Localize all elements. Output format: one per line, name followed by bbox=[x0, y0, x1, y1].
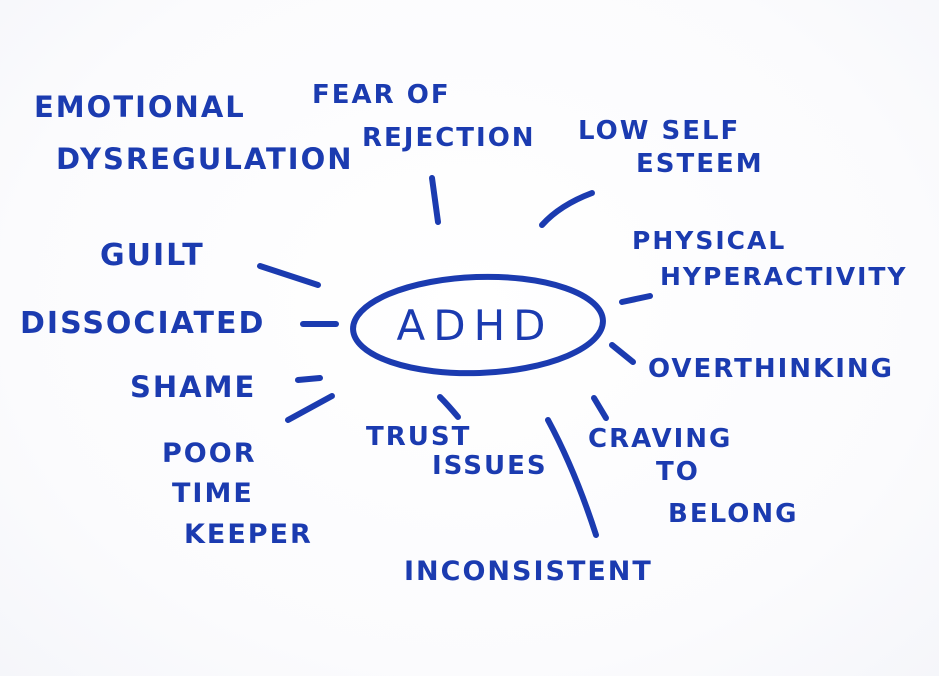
node-self-esteem-line-1: Low Self bbox=[578, 116, 741, 146]
node-shame: Shame bbox=[130, 370, 257, 404]
node-craving-to-belong: Craving to Belong bbox=[588, 424, 799, 529]
node-fear-line-2: Rejection bbox=[362, 123, 536, 154]
center-ellipse bbox=[350, 273, 606, 377]
node-physical-hyperactivity: Physical Hyperactivity bbox=[632, 226, 908, 292]
node-self-esteem-line-2: Esteem bbox=[636, 149, 764, 180]
node-emotional-line-1: Emotional bbox=[34, 90, 246, 124]
node-trust-line-1: Trust bbox=[366, 422, 472, 452]
node-emotional-dysregulation: Emotional Dysregulation bbox=[34, 92, 354, 175]
center-node: ADHD bbox=[355, 285, 595, 365]
connector-guilt bbox=[257, 263, 321, 288]
node-time-keeper-line-1: Poor bbox=[162, 438, 257, 469]
node-physical-line-2: Hyperactivity bbox=[660, 262, 908, 292]
connector-fear bbox=[429, 175, 441, 225]
node-time-keeper-line-2: Time bbox=[172, 478, 254, 510]
node-inconsistent-line-1: Inconsistent bbox=[404, 556, 653, 587]
node-overthinking-line-1: Overthinking bbox=[648, 354, 894, 384]
node-inconsistent: Inconsistent bbox=[404, 556, 653, 587]
node-low-self-esteem: Low Self Esteem bbox=[578, 116, 764, 180]
node-guilt: Guilt bbox=[100, 240, 205, 272]
divider-stroke bbox=[545, 417, 599, 538]
node-fear-of-rejection: Fear of Rejection bbox=[312, 80, 536, 154]
node-trust-issues: Trust Issues bbox=[366, 422, 548, 482]
connector-trust bbox=[437, 394, 461, 420]
node-craving-line-2: to bbox=[656, 457, 700, 488]
node-dissociated: Dissociated bbox=[20, 308, 265, 340]
connector-self-esteem bbox=[539, 190, 595, 228]
node-poor-time-keeper: Poor Time Keeper bbox=[162, 438, 313, 550]
center-label: ADHD bbox=[396, 300, 554, 350]
connector-overthinking bbox=[609, 342, 636, 365]
connector-physical bbox=[619, 293, 653, 305]
node-emotional-line-2: Dysregulation bbox=[56, 142, 354, 177]
node-trust-line-2: Issues bbox=[432, 451, 548, 482]
node-overthinking: Overthinking bbox=[648, 354, 894, 384]
connector-shame bbox=[295, 375, 323, 383]
node-craving-line-3: Belong bbox=[668, 498, 799, 529]
connector-craving bbox=[591, 395, 609, 421]
node-time-keeper-line-3: Keeper bbox=[184, 518, 313, 550]
node-physical-line-1: Physical bbox=[632, 226, 787, 255]
connector-time-keeper bbox=[285, 393, 335, 423]
node-shame-line-1: Shame bbox=[130, 370, 257, 404]
node-dissociated-line-1: Dissociated bbox=[20, 306, 266, 341]
node-guilt-line-1: Guilt bbox=[100, 238, 205, 273]
node-craving-line-1: Craving bbox=[588, 424, 733, 454]
node-fear-line-1: Fear of bbox=[312, 80, 451, 110]
